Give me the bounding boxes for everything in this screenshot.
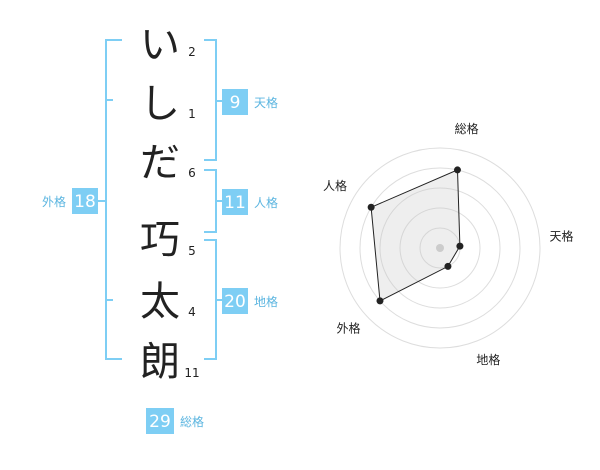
stroke-count-5: 4 xyxy=(188,305,196,319)
tenkaku-bracket xyxy=(204,39,222,161)
radar-polygon xyxy=(370,169,461,302)
jinkaku-label: 人格 xyxy=(254,195,278,210)
radar-point-2 xyxy=(456,242,464,250)
jinkaku-value: 11 xyxy=(224,193,246,213)
gaikaku-bracket xyxy=(98,39,122,360)
radar-ring-3 xyxy=(379,187,501,309)
stroke-count-1: 2 xyxy=(188,45,196,59)
radar-axis-label-5: 人格 xyxy=(323,178,347,193)
stroke-count-4: 5 xyxy=(188,244,196,258)
jinkaku-bracket xyxy=(204,169,222,233)
gaikaku-badge: 外格 18 xyxy=(42,188,98,214)
stroke-count-3: 6 xyxy=(188,166,196,180)
soukaku-badge: 29 総格 xyxy=(146,408,204,434)
chikaku-badge: 20 地格 xyxy=(222,288,278,314)
tenkaku-badge: 9 天格 xyxy=(222,89,278,115)
radar-axis-label-1: 総格 xyxy=(455,121,479,136)
radar-ring-4 xyxy=(359,167,521,329)
radar-ring-5 xyxy=(339,147,541,349)
radar-ring-2 xyxy=(399,207,481,289)
tenkaku-label: 天格 xyxy=(254,95,278,110)
radar-axis-label-2: 天格 xyxy=(549,229,573,244)
gaikaku-value: 18 xyxy=(74,192,96,212)
radar-point-3 xyxy=(444,262,452,270)
radar-points xyxy=(367,166,464,305)
stroke-count-2: 1 xyxy=(188,107,196,121)
radar-grid xyxy=(339,147,541,349)
chikaku-bracket xyxy=(204,239,222,360)
radar-point-4 xyxy=(376,297,384,305)
gaikaku-label: 外格 xyxy=(42,194,66,209)
radar-axis-label-4: 外格 xyxy=(336,321,360,336)
soukaku-label: 総格 xyxy=(180,414,204,429)
name-characters: い し だ 巧 太 朗 xyxy=(140,22,180,385)
name-char-1: い xyxy=(140,22,180,68)
chikaku-value: 20 xyxy=(224,292,246,312)
name-char-5: 太 xyxy=(140,279,180,325)
name-char-3: だ xyxy=(140,140,180,186)
radar-point-1 xyxy=(453,166,461,174)
soukaku-value: 29 xyxy=(149,412,171,432)
radar-point-5 xyxy=(367,203,375,211)
chikaku-label: 地格 xyxy=(254,294,278,309)
tenkaku-value: 9 xyxy=(230,93,241,113)
jinkaku-badge: 11 人格 xyxy=(222,189,278,215)
radar-axis-label-3: 地格 xyxy=(476,352,500,367)
radar-center-dot xyxy=(436,244,444,252)
stroke-counts: 2 1 6 5 4 11 xyxy=(184,45,199,380)
name-char-4: 巧 xyxy=(140,217,180,263)
name-char-6: 朗 xyxy=(140,339,180,385)
stroke-count-6: 11 xyxy=(184,366,199,380)
name-char-2: し xyxy=(140,81,180,127)
